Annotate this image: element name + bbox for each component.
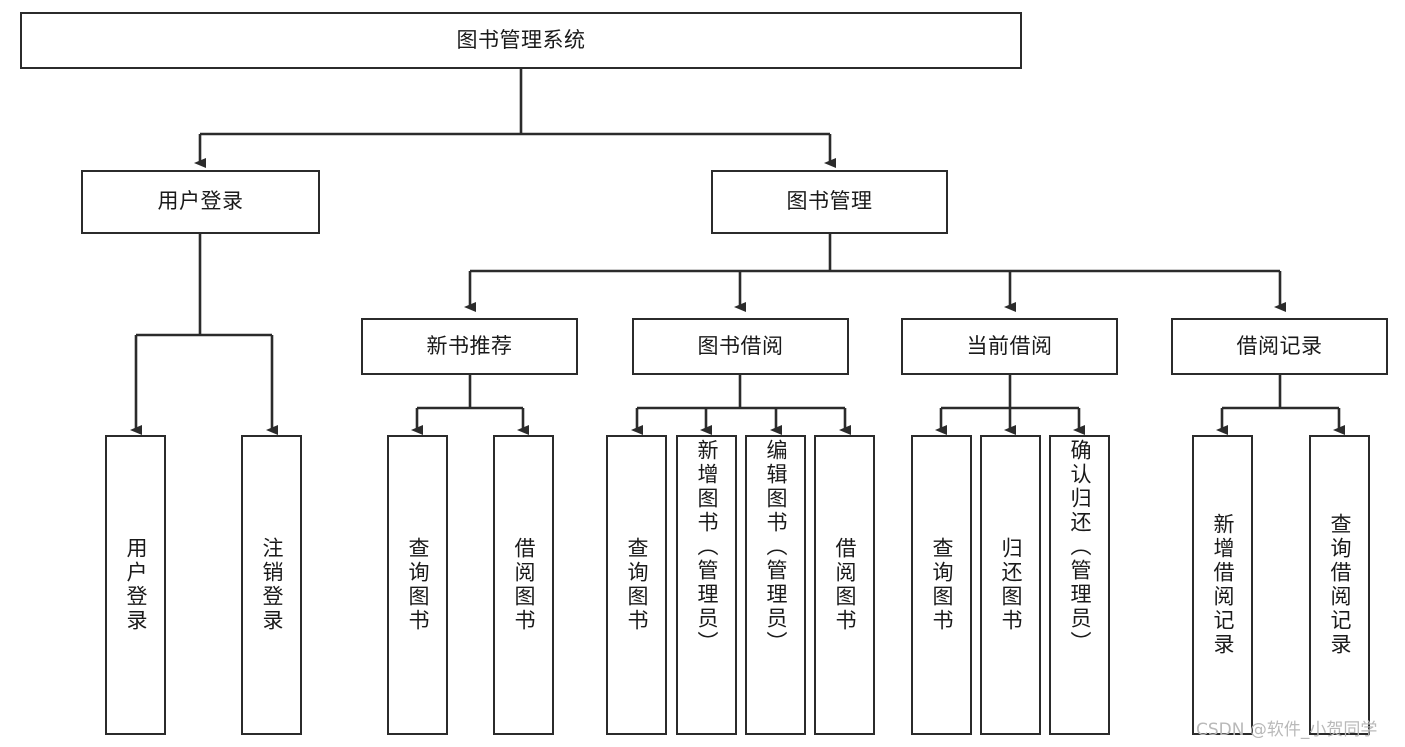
edges-borrow-to-leaves xyxy=(631,375,851,435)
leaf-add-book-admin[interactable]: 新增图书（管理员） xyxy=(676,435,737,735)
leaf-edit-book-admin-label: 编辑图书（管理员） xyxy=(764,439,788,655)
leaf-add-book-admin-label: 新增图书（管理员） xyxy=(695,439,719,655)
node-root-label: 图书管理系统 xyxy=(456,27,586,52)
leaf-borrow-book-recommend-label: 借阅图书 xyxy=(512,537,536,633)
leaf-query-book-recommend[interactable]: 查询图书 xyxy=(387,435,448,735)
leaf-query-borrow-record-label: 查询借阅记录 xyxy=(1328,513,1352,657)
node-new-book-recommend-label: 新书推荐 xyxy=(426,333,513,358)
node-current-borrow-label: 当前借阅 xyxy=(966,333,1053,358)
leaf-logout-label: 注销登录 xyxy=(260,537,284,633)
leaf-confirm-return-admin-label: 确认归还（管理员） xyxy=(1068,439,1092,655)
leaf-add-borrow-record-label: 新增借阅记录 xyxy=(1211,513,1235,657)
leaf-borrow-book[interactable]: 借阅图书 xyxy=(814,435,875,735)
leaf-borrow-book-recommend[interactable]: 借阅图书 xyxy=(493,435,554,735)
node-book-management-label: 图书管理 xyxy=(786,189,873,214)
edges-new-book-to-leaves xyxy=(411,375,529,435)
edges-root-to-level2 xyxy=(194,69,836,168)
leaf-return-book-label: 归还图书 xyxy=(999,537,1023,633)
leaf-query-book-current[interactable]: 查询图书 xyxy=(911,435,972,735)
leaf-query-book-recommend-label: 查询图书 xyxy=(406,537,430,633)
leaf-query-borrow-record[interactable]: 查询借阅记录 xyxy=(1309,435,1370,735)
leaf-edit-book-admin[interactable]: 编辑图书（管理员） xyxy=(745,435,806,735)
leaf-logout[interactable]: 注销登录 xyxy=(241,435,302,735)
edges-records-to-leaves xyxy=(1216,375,1345,435)
edges-book-mgmt-to-level3 xyxy=(464,234,1286,312)
leaf-add-borrow-record[interactable]: 新增借阅记录 xyxy=(1192,435,1253,735)
node-book-borrow[interactable]: 图书借阅 xyxy=(632,318,849,375)
node-borrow-records-label: 借阅记录 xyxy=(1236,333,1323,358)
leaf-query-book-borrow-label: 查询图书 xyxy=(625,537,649,633)
node-book-management[interactable]: 图书管理 xyxy=(711,170,948,234)
edges-user-login-to-leaves xyxy=(130,234,278,435)
edges-current-borrow-to-leaves xyxy=(935,375,1085,435)
leaf-confirm-return-admin[interactable]: 确认归还（管理员） xyxy=(1049,435,1110,735)
node-root[interactable]: 图书管理系统 xyxy=(20,12,1022,69)
node-book-borrow-label: 图书借阅 xyxy=(697,333,784,358)
leaf-user-login[interactable]: 用户登录 xyxy=(105,435,166,735)
node-borrow-records[interactable]: 借阅记录 xyxy=(1171,318,1388,375)
node-user-login[interactable]: 用户登录 xyxy=(81,170,320,234)
leaf-return-book[interactable]: 归还图书 xyxy=(980,435,1041,735)
node-new-book-recommend[interactable]: 新书推荐 xyxy=(361,318,578,375)
node-current-borrow[interactable]: 当前借阅 xyxy=(901,318,1118,375)
leaf-query-book-current-label: 查询图书 xyxy=(930,537,954,633)
node-user-login-label: 用户登录 xyxy=(157,189,244,214)
leaf-user-login-label: 用户登录 xyxy=(124,537,148,633)
leaf-query-book-borrow[interactable]: 查询图书 xyxy=(606,435,667,735)
leaf-borrow-book-label: 借阅图书 xyxy=(833,537,857,633)
